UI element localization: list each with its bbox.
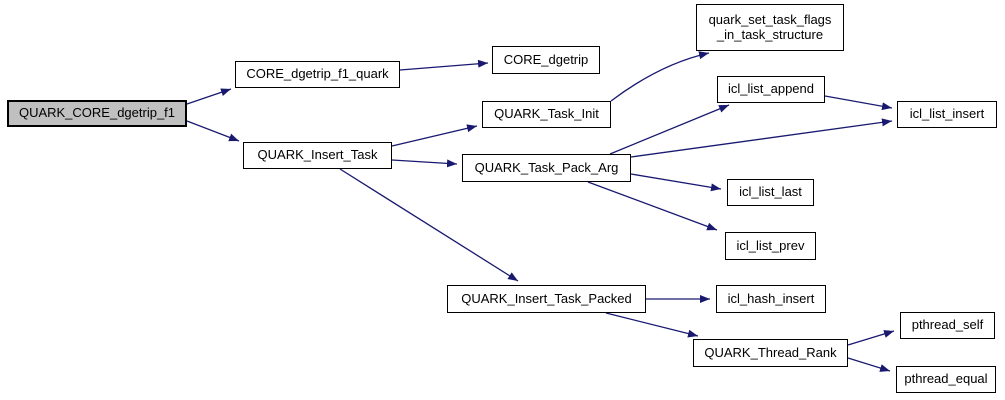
- node-icl_list_last[interactable]: icl_list_last: [727, 179, 814, 206]
- edge-QUARK_Task_Pack_Arg-icl_list_last: [630, 173, 722, 192]
- edge-QUARK_Thread_Rank-pthread_equal: [847, 357, 891, 372]
- edge-QUARK_CORE_dgetrip_f1-CORE_dgetrip_f1_quark: [186, 88, 232, 105]
- edge-CORE_dgetrip_f1_quark-CORE_dgetrip: [399, 59, 489, 71]
- node-icl_list_prev[interactable]: icl_list_prev: [725, 232, 816, 260]
- node-QUARK_CORE_dgetrip_f1: QUARK_CORE_dgetrip_f1: [7, 100, 187, 127]
- edge-QUARK_Task_Pack_Arg-icl_list_insert: [630, 118, 893, 158]
- edge-QUARK_Insert_Task-QUARK_Task_Init: [391, 124, 478, 147]
- node-icl_hash_insert[interactable]: icl_hash_insert: [716, 285, 826, 313]
- edge-QUARK_Insert_Task-QUARK_Insert_Task_Packed: [339, 168, 519, 282]
- node-QUARK_Insert_Task[interactable]: QUARK_Insert_Task: [243, 142, 392, 169]
- edge-QUARK_Task_Init-quark_set_task_flags_in_task_structure: [610, 51, 710, 102]
- edge-QUARK_Insert_Task_Packed-QUARK_Thread_Rank: [605, 312, 699, 338]
- node-QUARK_Thread_Rank[interactable]: QUARK_Thread_Rank: [693, 339, 848, 367]
- node-pthread_equal[interactable]: pthread_equal: [896, 366, 996, 393]
- edge-QUARK_Task_Pack_Arg-icl_list_prev: [587, 181, 718, 231]
- edge-QUARK_Insert_Task-QUARK_Task_Pack_Arg: [391, 159, 458, 168]
- node-quark_set_task_flags_in_task_structure[interactable]: quark_set_task_flags _in_task_structure: [696, 4, 844, 51]
- edge-QUARK_CORE_dgetrip_f1-QUARK_Insert_Task: [186, 120, 240, 142]
- node-icl_list_append[interactable]: icl_list_append: [717, 76, 825, 103]
- node-CORE_dgetrip_f1_quark[interactable]: CORE_dgetrip_f1_quark: [235, 61, 400, 88]
- node-QUARK_Insert_Task_Packed[interactable]: QUARK_Insert_Task_Packed: [447, 285, 646, 313]
- node-QUARK_Task_Pack_Arg[interactable]: QUARK_Task_Pack_Arg: [462, 154, 631, 182]
- edge-QUARK_Task_Pack_Arg-icl_list_append: [609, 104, 730, 155]
- edge-QUARK_Thread_Rank-pthread_self: [847, 330, 895, 346]
- node-CORE_dgetrip[interactable]: CORE_dgetrip: [492, 46, 600, 74]
- node-QUARK_Task_Init[interactable]: QUARK_Task_Init: [482, 101, 611, 128]
- node-pthread_self[interactable]: pthread_self: [900, 312, 995, 339]
- edge-icl_list_append-icl_list_insert: [824, 95, 893, 111]
- node-icl_list_insert[interactable]: icl_list_insert: [897, 101, 997, 128]
